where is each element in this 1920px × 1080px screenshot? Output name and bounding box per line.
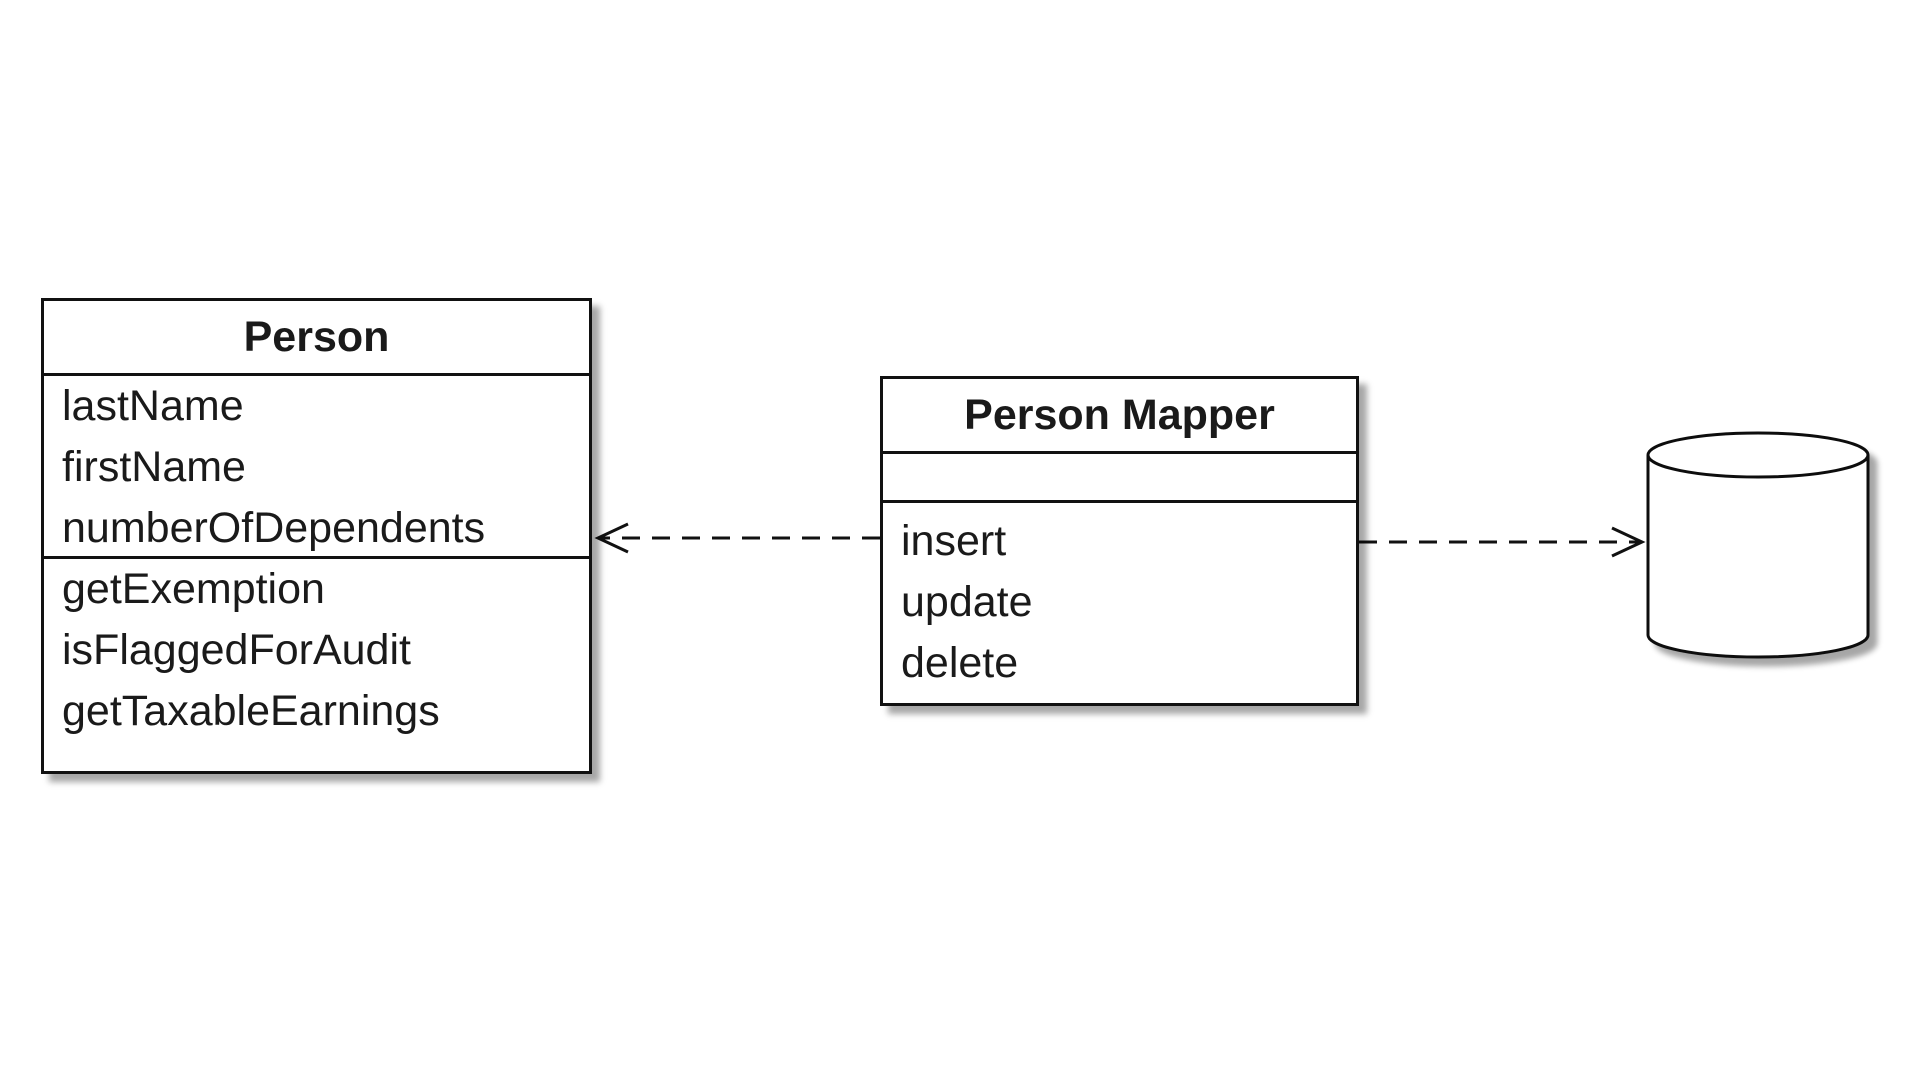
attribute: numberOfDependents bbox=[62, 504, 486, 552]
attribute: lastName bbox=[62, 382, 244, 430]
class-name: Person bbox=[44, 301, 589, 376]
open-arrowhead-icon bbox=[594, 522, 629, 554]
attributes-compartment: lastName firstName numberOfDependents bbox=[44, 376, 589, 559]
operations-compartment: getExemption isFlaggedForAudit getTaxabl… bbox=[44, 559, 589, 742]
attribute: firstName bbox=[62, 443, 246, 491]
operation: delete bbox=[901, 639, 1019, 687]
operation: isFlaggedForAudit bbox=[62, 626, 411, 674]
operation: insert bbox=[901, 517, 1007, 565]
class-name: Person Mapper bbox=[883, 379, 1356, 454]
dependency-mapper-to-database bbox=[1359, 526, 1646, 558]
dependency-mapper-to-person bbox=[594, 522, 880, 554]
person-mapper-class[interactable]: Person Mapper insert update delete bbox=[880, 376, 1359, 706]
operation: getExemption bbox=[62, 565, 325, 613]
database-icon bbox=[1646, 431, 1870, 659]
operation: update bbox=[901, 578, 1033, 626]
attributes-compartment bbox=[883, 454, 1356, 503]
operation: getTaxableEarnings bbox=[62, 687, 440, 735]
person-class[interactable]: Person lastName firstName numberOfDepend… bbox=[41, 298, 592, 774]
operations-compartment: insert update delete bbox=[883, 503, 1356, 694]
open-arrowhead-icon bbox=[1611, 526, 1646, 558]
